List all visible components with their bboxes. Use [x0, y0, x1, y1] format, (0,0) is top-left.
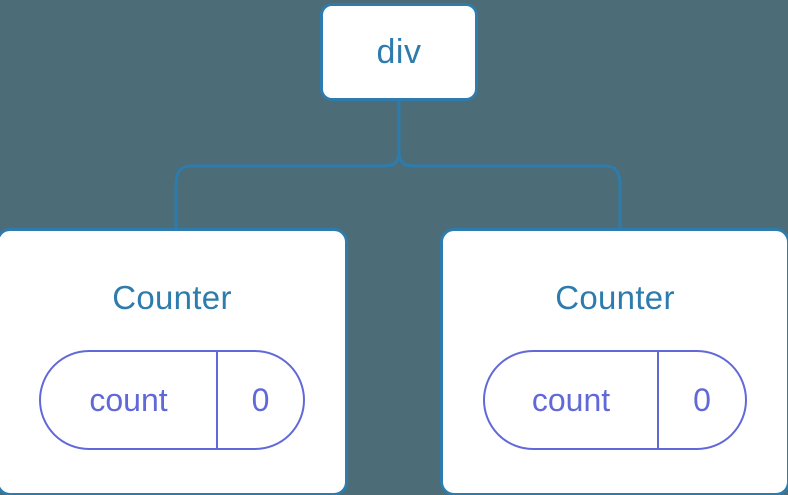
counter-title: Counter: [112, 279, 232, 316]
state-pill[interactable]: count 0: [39, 350, 305, 450]
node-counter-right[interactable]: Counter count 0: [440, 228, 788, 495]
state-key-label: count: [531, 382, 611, 418]
connector-right-branch: [397, 100, 622, 232]
node-root-div[interactable]: div: [320, 3, 478, 101]
state-value-label: 0: [657, 352, 745, 448]
counter-title: Counter: [555, 279, 675, 316]
state-key-label: count: [89, 382, 168, 418]
state-value-label: 0: [216, 352, 303, 448]
connector-left-branch: [174, 100, 401, 232]
state-pill[interactable]: count 0: [483, 350, 747, 450]
root-node-label: div: [376, 33, 422, 71]
node-counter-left[interactable]: Counter count 0: [0, 228, 348, 495]
